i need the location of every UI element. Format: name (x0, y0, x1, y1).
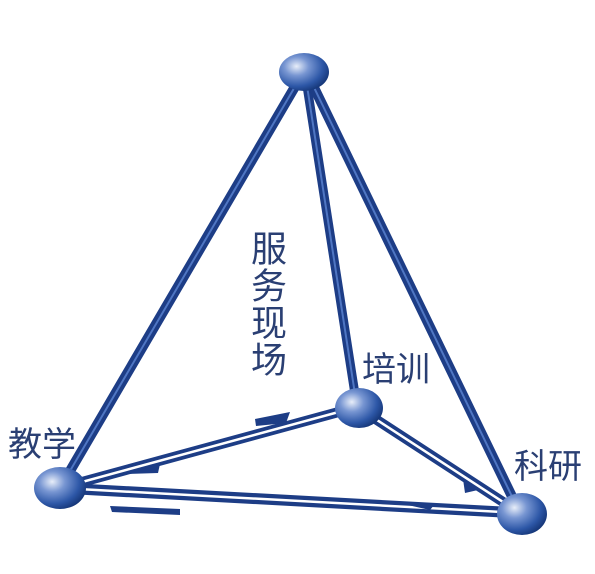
arrow-training-research (463, 479, 478, 493)
node-teaching (34, 467, 86, 509)
label-teaching: 教学 (8, 425, 76, 465)
direction-arrows (110, 412, 478, 515)
nodes (34, 53, 547, 535)
node-research (497, 493, 547, 535)
label-research: 科研 (514, 447, 582, 487)
node-top (279, 53, 329, 91)
arrow-teaching-research-2 (390, 501, 435, 510)
arrow-training-teaching (125, 464, 160, 474)
arrow-teaching-research-1 (110, 506, 180, 515)
arrow-teaching-training (255, 412, 290, 426)
node-training (335, 388, 383, 428)
edges (54, 68, 526, 519)
label-service: 服务现场 (245, 230, 286, 378)
label-training: 培训 (362, 350, 430, 390)
